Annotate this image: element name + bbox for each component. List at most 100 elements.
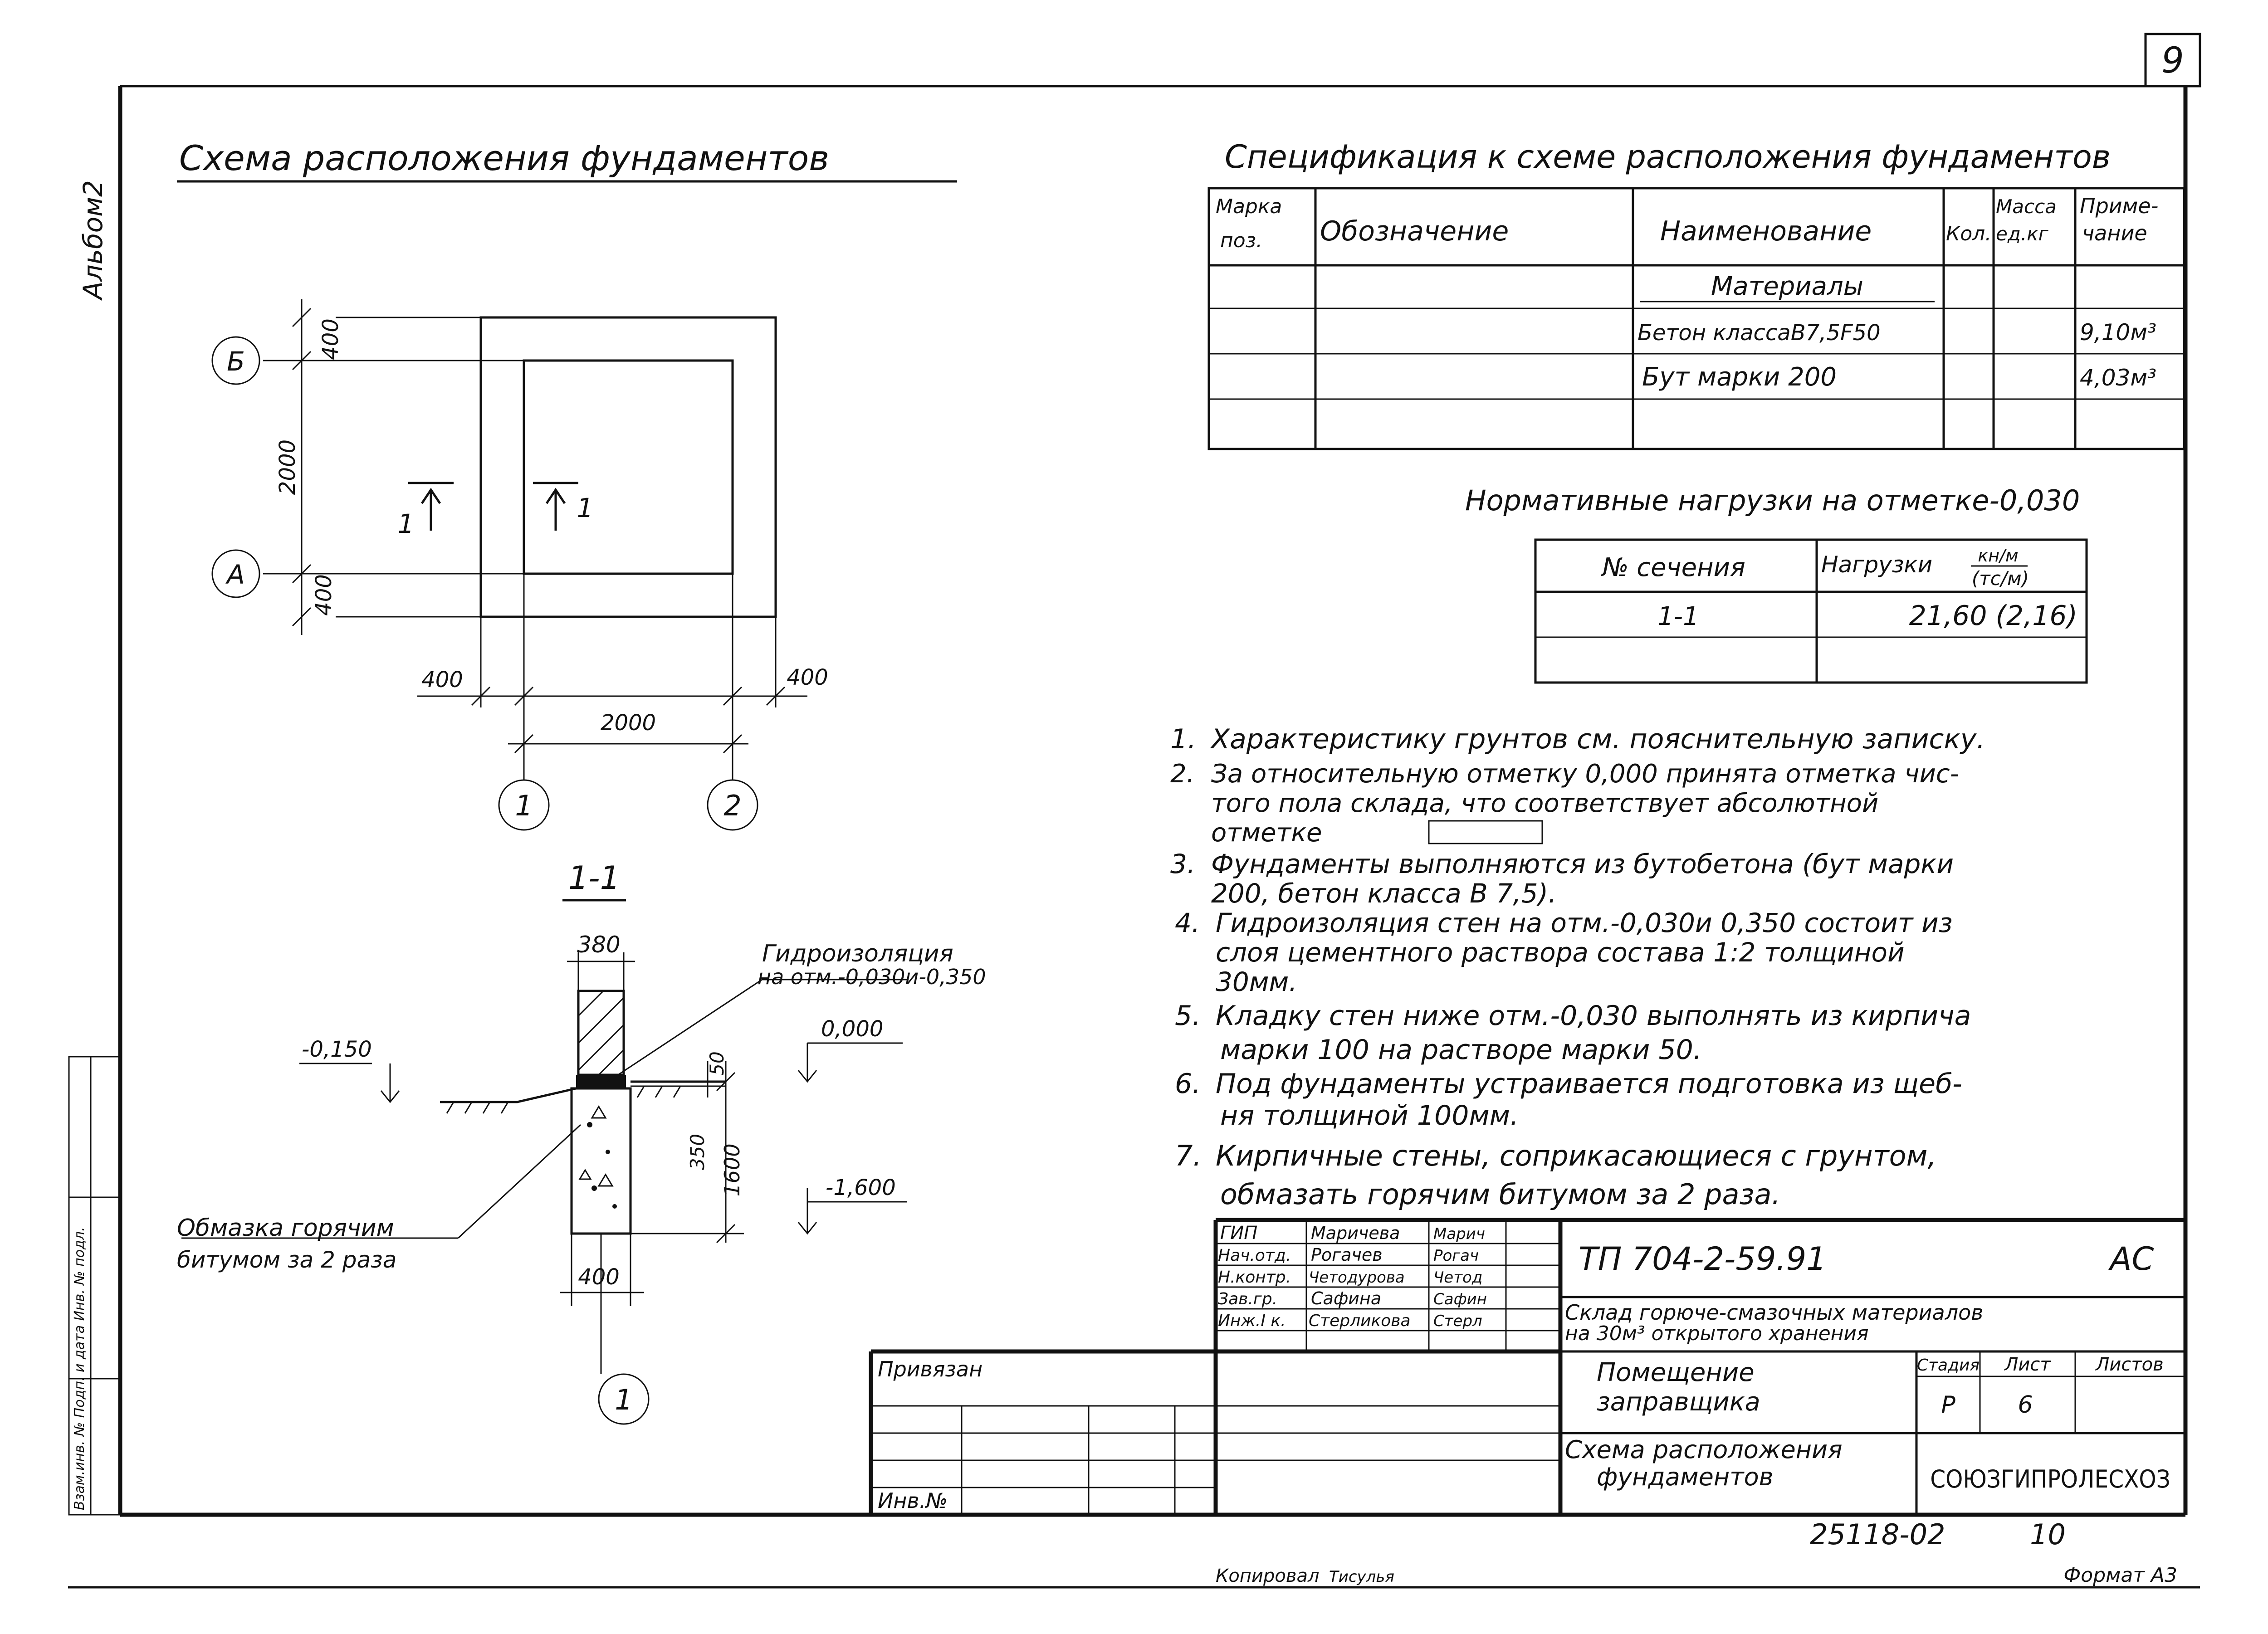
- section-dim-50: 50: [706, 1051, 728, 1075]
- spec-row-rubble: Бут марки 200: [1642, 362, 1837, 392]
- role-group-head: Зав.гр.: [1218, 1290, 1277, 1308]
- plan-dim-400-bottom: 400: [311, 574, 337, 616]
- coating-label-line1: Обмазка горячим: [177, 1215, 394, 1242]
- spec-header-note-1: Приме-: [2080, 194, 2158, 218]
- inventory-label: Инв.№: [878, 1488, 948, 1513]
- copier-signature: Тисулья: [1329, 1568, 1394, 1586]
- note-2-line3: отметке: [1211, 818, 1322, 848]
- title-block-grid: [869, 1218, 2185, 1515]
- note-2-num: 2.: [1170, 759, 1194, 789]
- note-6-num: 6.: [1175, 1068, 1201, 1100]
- drawing-title-line1: Схема расположения: [1565, 1435, 1843, 1464]
- stage-value: Р: [1941, 1391, 1955, 1419]
- level-0000: 0,000: [821, 1016, 883, 1042]
- plan-dim-2000-h: 2000: [601, 710, 656, 736]
- building-line1: Помещение: [1597, 1358, 1755, 1387]
- spec-row-rubble-note: 4,03м³: [2080, 365, 2156, 391]
- archive-sheet: 10: [2030, 1518, 2066, 1551]
- waterproofing-label: Гидроизоляция: [762, 940, 953, 967]
- spec-header-name: Наименование: [1660, 215, 1872, 247]
- note-7-line1: Кирпичные стены, соприкасающиеся с грунт…: [1216, 1139, 1936, 1172]
- name-engineer: Стерликова: [1309, 1312, 1411, 1330]
- axis-a-label: А: [225, 559, 245, 590]
- axis-b-label: Б: [227, 346, 245, 377]
- section-dim-400: 400: [578, 1264, 620, 1290]
- loads-unit-top: кн/м: [1978, 546, 2018, 566]
- loads-header-section: № сечения: [1601, 553, 1745, 582]
- sheet-number-value: 6: [2018, 1391, 2033, 1419]
- note-3-line2: 200, бетон класса В 7,5).: [1211, 878, 1557, 909]
- absolute-mark-box: [1428, 820, 1543, 844]
- foundation-plan: [211, 299, 807, 831]
- left-strip-label: Взам.инв. № Подп. и дата Инв. № подл.: [72, 1227, 88, 1510]
- building-line2: заправщика: [1597, 1387, 1760, 1417]
- level-minus-1600: -1,600: [826, 1175, 896, 1200]
- note-1-num: 1.: [1170, 723, 1196, 755]
- project-line1: Склад горюче-смазочных материалов: [1565, 1300, 1983, 1325]
- format-label: Формат А3: [2063, 1564, 2177, 1587]
- section-mark-right: 1: [577, 493, 594, 523]
- plan-dim-2000-v: 2000: [275, 439, 300, 495]
- spec-title: Спецификация к схеме расположения фундам…: [1225, 138, 2111, 176]
- plan-dim-400-right: 400: [787, 665, 828, 690]
- sheet-header: Лист: [2004, 1354, 2051, 1375]
- sign-engineer: Стерл: [1433, 1312, 1482, 1330]
- axis-1-label: 1: [515, 789, 533, 822]
- note-3-num: 3.: [1170, 849, 1195, 879]
- note-5-line2: марки 100 на растворе марки 50.: [1220, 1034, 1702, 1066]
- drawing-title-line2: фундаментов: [1597, 1463, 1773, 1491]
- loads-unit-bottom: (тс/м): [1972, 567, 2029, 590]
- project-line2: на 30м³ открытого хранения: [1565, 1322, 1869, 1345]
- loads-load-value: 21,60 (2,16): [1909, 600, 2077, 632]
- section-dim-1600: 1600: [720, 1143, 744, 1196]
- note-5-num: 5.: [1175, 1000, 1201, 1032]
- section-title: 1-1: [568, 859, 620, 897]
- spec-header-mark-2: поз.: [1220, 229, 1262, 252]
- album-label: Альбом2: [78, 180, 108, 301]
- section-axis-label: 1: [615, 1383, 632, 1416]
- note-7-num: 7.: [1175, 1139, 1202, 1172]
- note-4-line3: 30мм.: [1216, 966, 1297, 997]
- name-head-dept: Рогачев: [1311, 1245, 1383, 1265]
- loads-section-value: 1-1: [1657, 602, 1699, 631]
- spec-header-mass-2: ед.кг: [1996, 223, 2049, 245]
- note-2-line2: того пола склада, что соответствует абсо…: [1211, 789, 1878, 818]
- archive-number: 25118-02: [1810, 1518, 1945, 1551]
- spec-table: [1207, 187, 2185, 450]
- organization-name: СОЮЗГИПРОЛЕСХОЗ: [1930, 1465, 2170, 1493]
- spec-row-materials: Материалы: [1711, 272, 1863, 301]
- note-5-line1: Кладку стен ниже отм.-0,030 выполнять из…: [1216, 1000, 1971, 1032]
- coating-label-line2: битумом за 2 раза: [177, 1247, 396, 1273]
- note-4-num: 4.: [1175, 907, 1200, 938]
- spec-row-concrete-note: 9,10м³: [2080, 319, 2156, 346]
- level-minus-0150: -0,150: [302, 1037, 372, 1062]
- waterproofing-marks: на отм.-0,030и-0,350: [758, 965, 986, 989]
- document-mark: АС: [2108, 1240, 2154, 1278]
- plan-dim-400-top: 400: [318, 318, 343, 360]
- loads-title: Нормативные нагрузки на отметке-0,030: [1465, 484, 2080, 517]
- spec-header-qty: Кол.: [1946, 222, 1991, 245]
- note-7-line2: обмазать горячим битумом за 2 раза.: [1220, 1178, 1780, 1211]
- name-norm-control: Четодурова: [1309, 1268, 1405, 1287]
- sign-head-dept: Рогач: [1433, 1247, 1479, 1265]
- note-2-line1: За относительную отметку 0,000 принята о…: [1211, 759, 1959, 789]
- plan-dim-400-left: 400: [421, 667, 463, 693]
- loads-header-load: Нагрузки: [1821, 551, 1932, 578]
- section-dim-350: 350: [686, 1134, 709, 1170]
- sign-gip: Марич: [1433, 1225, 1485, 1243]
- note-4-line1: Гидроизоляция стен на отм.-0,030и 0,350 …: [1216, 907, 1953, 938]
- spec-row-concrete: Бетон классаВ7,5F50: [1637, 320, 1881, 346]
- sign-norm-control: Четод: [1433, 1268, 1482, 1287]
- spec-header-mass-1: Масса: [1996, 195, 2057, 218]
- name-gip: Маричева: [1311, 1223, 1400, 1243]
- role-gip: ГИП: [1220, 1223, 1257, 1244]
- document-code: ТП 704-2-59.91: [1579, 1240, 1827, 1278]
- role-norm-control: Н.контр.: [1218, 1268, 1291, 1287]
- stage-header: Стадия: [1917, 1356, 1980, 1375]
- note-3-line1: Фундаменты выполняются из бутобетона (бу…: [1211, 849, 1954, 879]
- note-6-line1: Под фундаменты устраивается подготовка и…: [1216, 1068, 1962, 1100]
- privyazan-label: Привязан: [878, 1357, 982, 1381]
- copied-by-label: Копировал: [1216, 1566, 1320, 1586]
- note-6-line2: ня толщиной 100мм.: [1220, 1100, 1519, 1132]
